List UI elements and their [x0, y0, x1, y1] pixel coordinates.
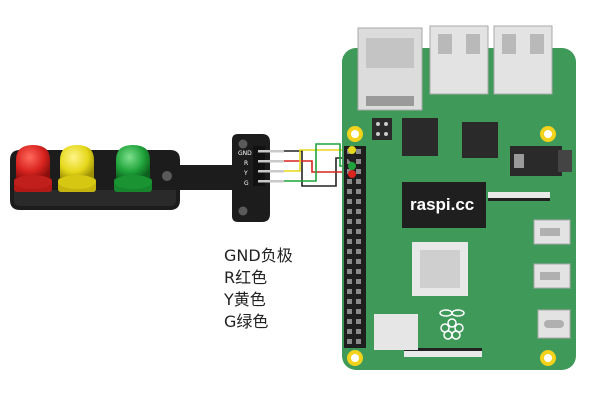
pin-label-r: R	[244, 160, 248, 167]
green-led	[114, 145, 152, 192]
gpio-pin	[356, 149, 361, 154]
legend-line-yellow: Y黄色	[224, 290, 266, 309]
usb-port	[493, 25, 553, 95]
legend-line-green: G绿色	[224, 312, 269, 331]
wire-end-red	[348, 170, 356, 178]
wire-end-green	[348, 162, 356, 170]
gpio-pin	[356, 249, 361, 254]
wires	[284, 143, 352, 187]
gpio-pin	[356, 229, 361, 234]
gpio-pin	[356, 299, 361, 304]
gpio-pin	[347, 329, 352, 334]
legend-line-gnd: GND负极	[224, 246, 293, 265]
gpio-pin	[347, 299, 352, 304]
gpio-pin	[356, 189, 361, 194]
mount-hole	[162, 171, 172, 181]
gpio-pins	[347, 149, 361, 344]
audio-jack	[510, 146, 572, 176]
gpio-pin	[356, 239, 361, 244]
gpio-pin	[347, 279, 352, 284]
display-connector	[488, 192, 550, 198]
wire-red	[284, 160, 352, 173]
gpio-pin	[356, 269, 361, 274]
gpio-pin	[347, 289, 352, 294]
usb-port	[429, 25, 489, 95]
gpio-pin	[356, 159, 361, 164]
pin-label-g: G	[244, 180, 249, 187]
gpio-pin	[347, 239, 352, 244]
chip	[402, 118, 438, 156]
wire-end-yellow	[348, 146, 356, 154]
wire-ends	[348, 146, 356, 178]
gpio-pin	[356, 289, 361, 294]
gpio-header	[344, 146, 366, 348]
micro-hdmi-port	[533, 263, 571, 289]
usb-c-port	[537, 309, 571, 339]
gpio-pin	[356, 309, 361, 314]
poe-header	[372, 118, 392, 140]
gpio-pin	[347, 209, 352, 214]
camera-connector	[404, 351, 482, 357]
gpio-pin	[347, 269, 352, 274]
gpio-pin	[356, 319, 361, 324]
gpio-pin	[347, 199, 352, 204]
gpio-pin	[356, 279, 361, 284]
pin-label-gnd: GND	[238, 150, 252, 157]
gpio-pin	[356, 329, 361, 334]
wire-end-gnd	[348, 154, 356, 162]
traffic-light-module: GND R Y G	[10, 134, 284, 222]
gpio-pin	[347, 249, 352, 254]
raspberry-pi-board: raspi.cc	[342, 25, 576, 370]
gpio-pin	[356, 339, 361, 344]
gpio-pin	[356, 169, 361, 174]
legend-line-red: R红色	[224, 268, 268, 287]
mount-hole	[238, 206, 248, 216]
yellow-led	[58, 145, 96, 192]
wire-yellow	[284, 149, 352, 172]
chip	[374, 314, 418, 350]
board-label: raspi.cc	[410, 195, 474, 214]
gpio-pin	[356, 259, 361, 264]
module-header-pins	[253, 146, 284, 186]
gpio-pin	[347, 229, 352, 234]
soc-chip	[402, 182, 486, 228]
gpio-pin	[347, 159, 352, 164]
gpio-pin	[356, 209, 361, 214]
red-led	[14, 145, 52, 192]
gpio-pin	[347, 339, 352, 344]
gpio-pin	[356, 219, 361, 224]
gpio-pin	[356, 199, 361, 204]
gpio-pin	[347, 259, 352, 264]
gpio-pin	[347, 309, 352, 314]
chip	[462, 122, 498, 158]
gpio-pin	[347, 219, 352, 224]
raspberry-pi-logo	[439, 309, 465, 340]
gpio-pin	[347, 319, 352, 324]
gpio-pin	[347, 189, 352, 194]
ethernet-port	[357, 27, 423, 111]
gpio-pin	[347, 179, 352, 184]
mount-hole	[238, 139, 248, 149]
micro-hdmi-port	[533, 219, 571, 245]
pin-label-y: Y	[243, 170, 248, 177]
gpio-pin	[356, 179, 361, 184]
wire-gnd	[284, 150, 352, 187]
